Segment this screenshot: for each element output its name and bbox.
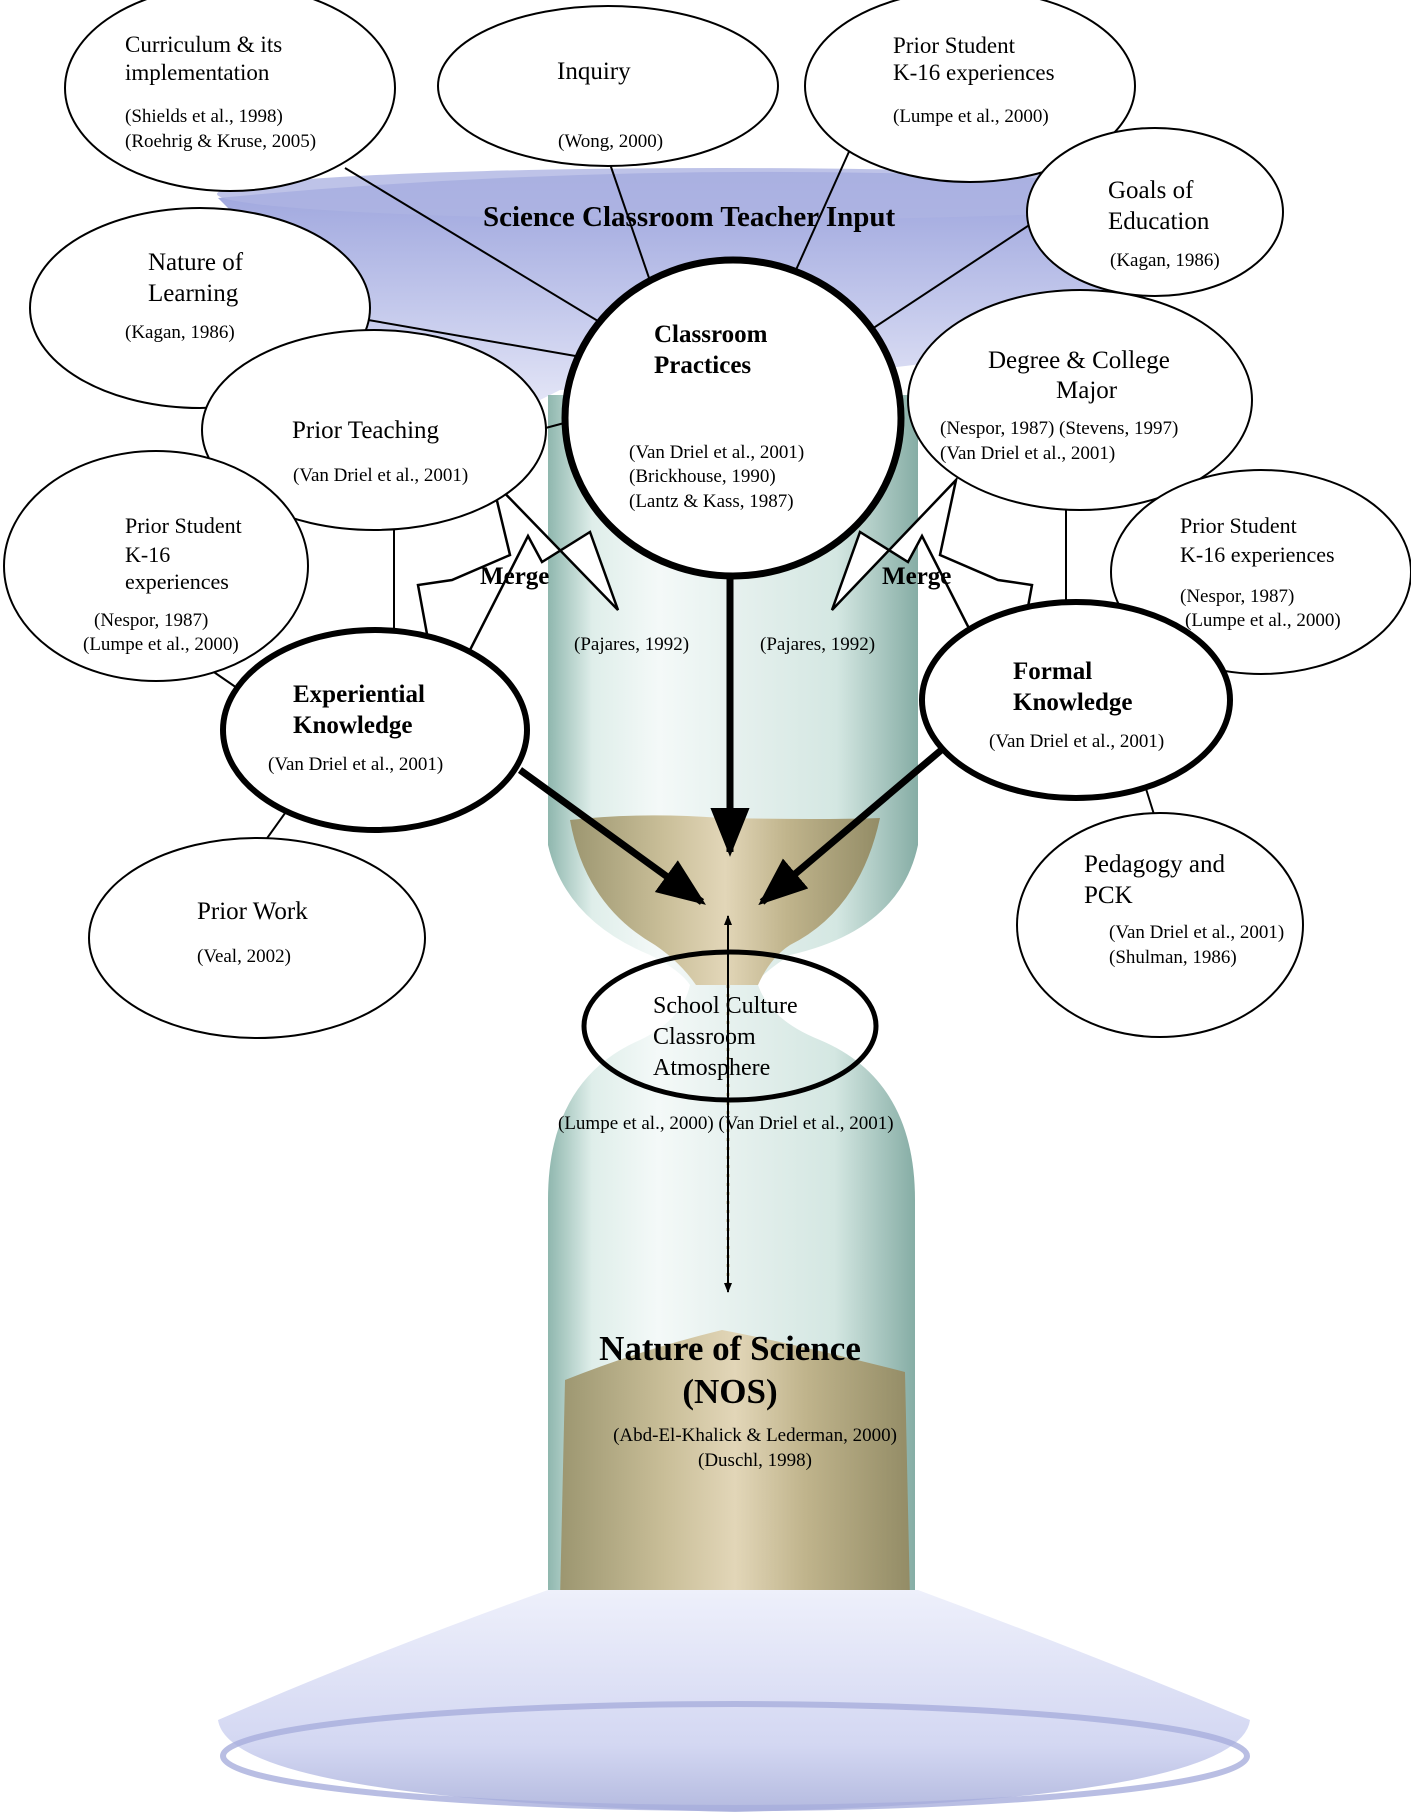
nature-learning-line2: Learning (148, 280, 239, 307)
prior-student-right-ref-2: (Lumpe et al., 2000) (1185, 610, 1341, 631)
prior-student-top-ref: (Lumpe et al., 2000) (893, 106, 1049, 127)
prior-student-left-ref-2: (Lumpe et al., 2000) (83, 634, 239, 655)
degree-ref-2: (Van Driel et al., 2001) (940, 443, 1116, 464)
pajares-ref-right: (Pajares, 1992) (760, 634, 876, 655)
ellipse-degree (907, 289, 1253, 511)
arrow-curriculum-to-practices (344, 167, 627, 339)
nos-title-line1: Nature of Science (599, 1329, 861, 1368)
curriculum-ref-1: (Shields et al., 1998) (125, 106, 283, 127)
formal-line1: Formal (1013, 658, 1093, 685)
goals-ref: (Kagan, 1986) (1110, 250, 1220, 271)
classroom-practices-line1: Classroom (654, 321, 768, 348)
formal-ref: (Van Driel et al., 2001) (989, 731, 1165, 752)
experiential-line2: Knowledge (293, 712, 413, 739)
nature-learning-ref: (Kagan, 1986) (125, 322, 235, 343)
experiential-line1: Experiential (293, 681, 425, 708)
prior-student-left-ref-1: (Nespor, 1987) (94, 610, 209, 631)
ellipse-experiential (220, 627, 530, 833)
hourglass-lower-sand (560, 1330, 910, 1600)
classroom-practices-ref-3: (Lantz & Kass, 1987) (629, 491, 794, 512)
ellipse-goals (1026, 127, 1284, 297)
degree-ref-1: (Nespor, 1987) (Stevens, 1997) (940, 418, 1179, 439)
ellipse-prior-work (88, 837, 426, 1039)
prior-student-top-line1: Prior Student (893, 33, 1016, 58)
inquiry-ref: (Wong, 2000) (558, 131, 664, 152)
experiential-ref: (Van Driel et al., 2001) (268, 754, 444, 775)
hourglass-upper-sand (570, 815, 880, 985)
nature-learning-line1: Nature of (148, 249, 244, 276)
goals-title-line2: Education (1108, 208, 1210, 235)
inquiry-title: Inquiry (557, 58, 631, 85)
thick-connectors (517, 572, 949, 906)
arrow-experiential-to-nos (517, 767, 706, 905)
ellipse-pedagogy (1016, 812, 1304, 1038)
ellipse-inquiry (437, 5, 779, 167)
school-culture-refs: (Lumpe et al., 2000) (Van Driel et al., … (558, 1113, 894, 1134)
prior-student-left-line2: K-16 (125, 542, 171, 567)
pedagogy-line1: Pedagogy and (1084, 851, 1225, 878)
pedagogy-ref-1: (Van Driel et al., 2001) (1109, 922, 1285, 943)
nos-ref-1: (Abd-El-Khalick & Lederman, 2000) (613, 1425, 897, 1446)
ellipse-prior-student-top (804, 0, 1136, 183)
classroom-practices-ref-1: (Van Driel et al., 2001) (629, 442, 805, 463)
merge-label-left: Merge (480, 563, 550, 590)
prior-student-right-ref-1: (Nespor, 1987) (1180, 586, 1295, 607)
ellipse-prior-student-right (1110, 469, 1411, 675)
hourglass-base (218, 1590, 1250, 1812)
formal-line2: Knowledge (1013, 689, 1133, 716)
prior-teaching-title: Prior Teaching (292, 417, 440, 444)
school-culture-line1: School Culture (653, 993, 798, 1019)
nos-ref-2: (Duschl, 1998) (698, 1450, 812, 1471)
pedagogy-ref-2: (Shulman, 1986) (1109, 947, 1237, 968)
diagram-title: Science Classroom Teacher Input (483, 201, 896, 233)
goals-title-line1: Goals of (1108, 177, 1194, 204)
arrow-nature-learning-to-practices (321, 311, 611, 365)
prior-student-right-line2: K-16 experiences (1180, 542, 1335, 567)
degree-title-line1: Degree & College (988, 347, 1170, 374)
pajares-ref-left: (Pajares, 1992) (574, 634, 690, 655)
curriculum-title-line2: implementation (125, 60, 270, 85)
nos-title-line2: (NOS) (682, 1372, 778, 1411)
merge-label-right: Merge (882, 563, 952, 590)
prior-student-right-line1: Prior Student (1180, 513, 1297, 538)
arrow-formal-to-nos (758, 743, 949, 906)
curriculum-title-line1: Curriculum & its (125, 32, 283, 57)
ellipse-classroom-practices (561, 256, 905, 580)
prior-student-left-line1: Prior Student (125, 513, 242, 538)
curriculum-ref-2: (Roehrig & Kruse, 2005) (125, 131, 317, 152)
school-culture-line2: Classroom (653, 1024, 756, 1050)
prior-student-left-line3: experiences (125, 569, 229, 594)
degree-title-line2: Major (1056, 377, 1118, 404)
ellipse-school-culture (581, 949, 879, 1103)
school-culture-line3: Atmosphere (653, 1055, 771, 1081)
classroom-practices-line2: Practices (654, 352, 752, 379)
ellipse-prior-teaching (201, 329, 547, 531)
pedagogy-line2: PCK (1084, 882, 1133, 909)
concept-ellipses (3, 0, 1411, 1103)
prior-student-top-line2: K-16 experiences (893, 60, 1055, 85)
classroom-practices-ref-2: (Brickhouse, 1990) (629, 466, 776, 487)
ellipse-formal (919, 599, 1233, 801)
ellipse-curriculum (64, 0, 396, 192)
prior-teaching-ref: (Van Driel et al., 2001) (293, 465, 469, 486)
ellipse-prior-student-left (3, 450, 309, 682)
prior-work-title: Prior Work (197, 898, 308, 925)
prior-work-ref: (Veal, 2002) (197, 946, 291, 967)
